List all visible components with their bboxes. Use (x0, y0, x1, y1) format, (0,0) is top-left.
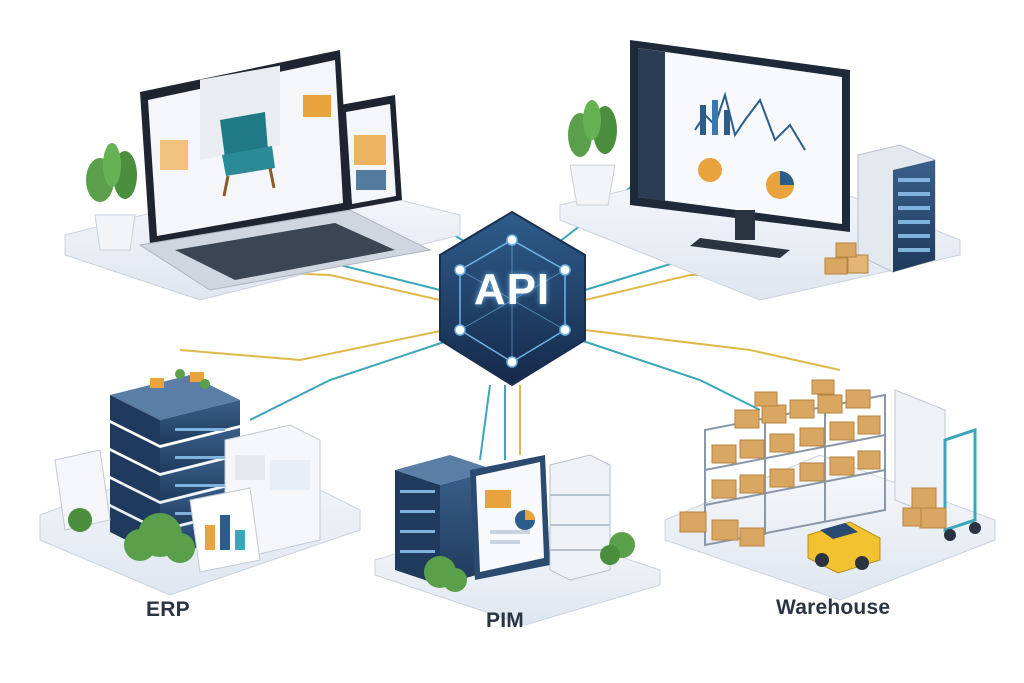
laptop-icon (138, 50, 432, 291)
warehouse-label: Warehouse (776, 596, 891, 619)
api-hub (439, 210, 586, 387)
api-label: API (473, 265, 551, 314)
analytics-platform (559, 40, 961, 301)
document-boxes-icon (54, 424, 321, 573)
server-rack-icon (857, 144, 936, 273)
warehouse-platform (664, 379, 996, 601)
shelf-unit-icon (549, 454, 611, 581)
erp-platform (39, 369, 361, 596)
plant-icon (86, 143, 137, 251)
pim-label: PIM (486, 609, 524, 632)
plant-icon (568, 100, 617, 206)
erp-label: ERP (146, 598, 190, 621)
storage-shelves-icon (679, 379, 886, 547)
tablet-icon (470, 455, 550, 580)
chair-icon (220, 112, 276, 197)
bush-icon (68, 508, 195, 563)
monitor-icon (630, 40, 850, 258)
boxes-icon (824, 242, 869, 275)
delivery-vehicle-icon (807, 521, 881, 574)
storefront-platform (64, 50, 461, 301)
bush-icon (424, 532, 635, 592)
phone-icon (340, 95, 402, 210)
pim-platform (374, 454, 661, 626)
hand-truck-icon (902, 427, 981, 541)
